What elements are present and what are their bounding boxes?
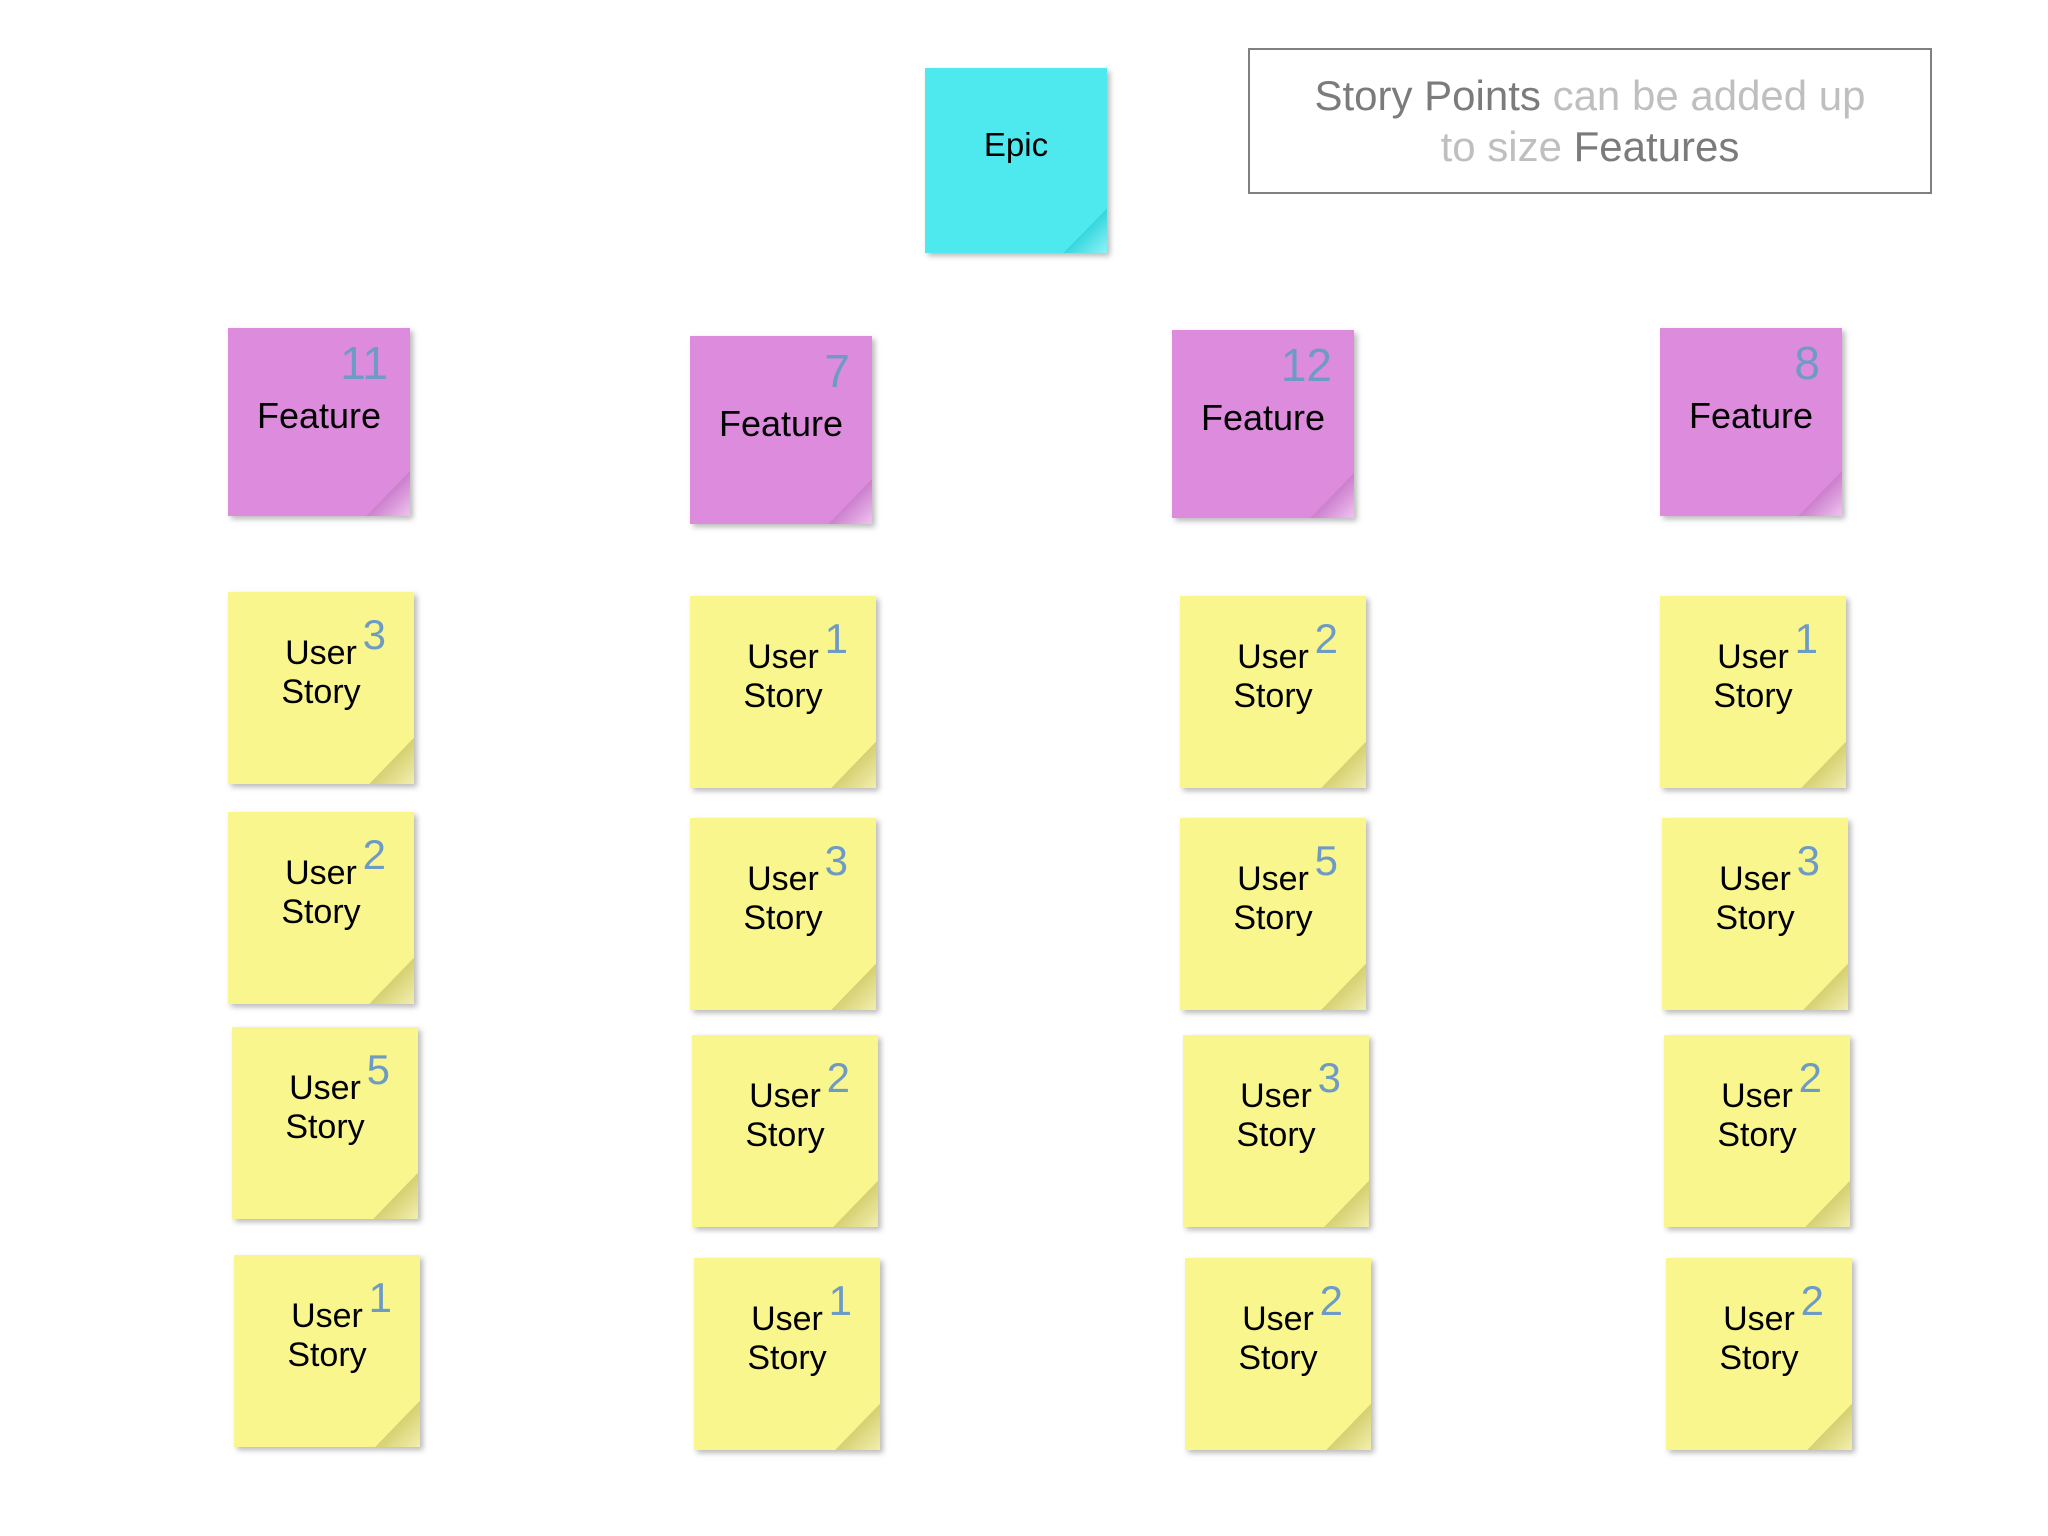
- user-story-points-c1-r2: 2: [362, 831, 386, 878]
- page-curl-icon: [1803, 964, 1848, 1010]
- page-curl-icon: [375, 1401, 420, 1447]
- caption-box: Story Points can be added up to size Fea…: [1248, 48, 1932, 194]
- user-story-points-c1-r4: 1: [368, 1274, 392, 1321]
- user-story-points-c2-r4: 1: [828, 1277, 852, 1324]
- user-story-points-c3-r2: 5: [1314, 837, 1338, 884]
- user-story-points-c3-r3: 3: [1317, 1054, 1341, 1101]
- feature-note-1[interactable]: 11 Feature: [228, 328, 410, 516]
- user-story-points-c1-r1: 3: [362, 611, 386, 658]
- page-curl-icon: [1326, 1404, 1371, 1450]
- caption-muted-part-1: can be added up: [1540, 71, 1866, 119]
- page-curl-icon: [366, 471, 410, 516]
- feature-points-1: 11: [340, 337, 388, 389]
- page-curl-icon: [835, 1404, 880, 1450]
- page-curl-icon: [831, 742, 876, 788]
- page-curl-icon: [833, 1181, 878, 1227]
- user-story-points-c2-r3: 2: [826, 1054, 850, 1101]
- page-curl-icon: [831, 964, 876, 1010]
- user-story-points-c1-r3: 5: [366, 1046, 390, 1093]
- page-curl-icon: [1798, 471, 1842, 516]
- caption-muted-part-2: to size: [1440, 123, 1574, 170]
- feature-note-2[interactable]: 7 Feature: [690, 336, 872, 524]
- user-story-points-c3-r4: 2: [1319, 1277, 1343, 1324]
- page-curl-icon: [1324, 1181, 1369, 1227]
- user-story-points-c2-r1: 1: [824, 615, 848, 662]
- user-story-points-c4-r4: 2: [1800, 1277, 1824, 1324]
- feature-note-3[interactable]: 12 Feature: [1172, 330, 1354, 518]
- feature-note-4[interactable]: 8 Feature: [1660, 328, 1842, 516]
- page-curl-icon: [373, 1173, 418, 1219]
- user-story-points-c4-r3: 2: [1798, 1054, 1822, 1101]
- caption-text: Story Points can be added up to size Fea…: [1314, 70, 1865, 172]
- page-curl-icon: [1321, 964, 1366, 1010]
- page-curl-icon: [828, 479, 872, 524]
- caption-strong-story-points: Story Points: [1314, 71, 1541, 119]
- page-curl-icon: [1063, 209, 1107, 253]
- feature-points-4: 8: [1794, 337, 1820, 389]
- user-story-points-c2-r2: 3: [824, 837, 848, 884]
- page-curl-icon: [369, 958, 414, 1004]
- page-curl-icon: [1321, 742, 1366, 788]
- page-curl-icon: [1807, 1404, 1852, 1450]
- caption-strong-features: Features: [1573, 123, 1740, 170]
- user-story-points-c4-r2: 3: [1796, 837, 1820, 884]
- user-story-points-c3-r1: 2: [1314, 615, 1338, 662]
- page-curl-icon: [1805, 1181, 1850, 1227]
- page-curl-icon: [1310, 473, 1354, 518]
- feature-points-3: 12: [1280, 339, 1332, 391]
- page-curl-icon: [369, 738, 414, 784]
- user-story-points-c4-r1: 1: [1794, 615, 1818, 662]
- epic-note[interactable]: Epic: [925, 68, 1107, 253]
- feature-points-2: 7: [824, 345, 850, 397]
- page-curl-icon: [1801, 742, 1846, 788]
